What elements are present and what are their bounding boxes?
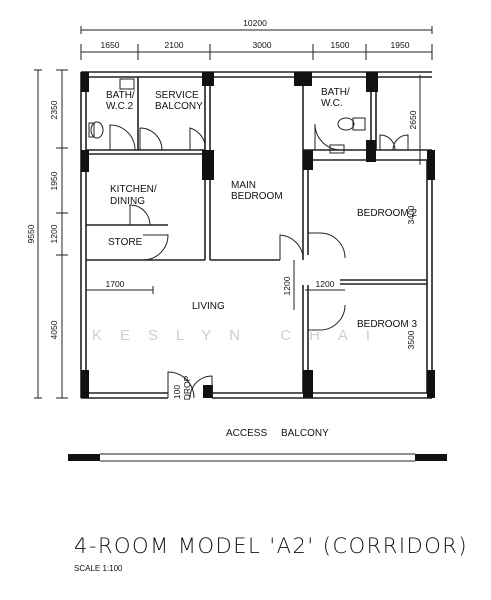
room-living: LIVING — [192, 301, 225, 312]
dim-top-4: 1500 — [331, 40, 350, 50]
room-bath-wc2-line1: BATH/ — [106, 90, 135, 101]
room-access-balcony: ACCESS BALCONY — [226, 428, 329, 439]
room-service-balcony-line2: BALCONY — [155, 101, 203, 112]
dim-left-4: 4050 — [49, 320, 59, 339]
doors — [109, 123, 409, 399]
dim-left-3: 1200 — [49, 224, 59, 243]
room-bath-wc2-line2: W.C.2 — [106, 101, 134, 112]
dim-right-1: 2650 — [408, 110, 418, 129]
top-dimensions: 10200 1650 2100 3000 1500 1950 — [80, 18, 433, 60]
dim-internal-1200-horizontal: 1200 — [316, 279, 335, 289]
dim-overall-width: 10200 — [243, 18, 267, 28]
dim-internal-1700: 1700 — [106, 279, 125, 289]
internal-dimensions: 1700 1200 1200 100 DROP — [86, 260, 345, 400]
room-service-balcony-line1: SERVICE — [155, 90, 199, 101]
structural-columns — [81, 72, 435, 398]
room-kitchen-line1: KITCHEN/ — [110, 184, 157, 195]
room-bath-wc-line2: W.C. — [321, 98, 343, 109]
access-balcony-parapet — [68, 453, 447, 462]
room-kitchen-line2: DINING — [110, 196, 145, 207]
room-main-bedroom-line2: BEDROOM — [231, 191, 283, 202]
left-dimensions: 9550 2350 1950 1200 4050 — [26, 69, 68, 399]
dim-top-2: 2100 — [165, 40, 184, 50]
drawing-scale: SCALE 1:100 — [74, 564, 123, 573]
dim-top-1: 1650 — [101, 40, 120, 50]
dim-right-3: 3500 — [406, 330, 416, 349]
room-bedroom-3: BEDROOM 3 — [357, 319, 417, 330]
outer-walls — [80, 71, 433, 399]
dim-door-100: 100 — [172, 385, 182, 399]
bathroom-fixtures — [88, 78, 366, 154]
room-main-bedroom-line1: MAIN — [231, 180, 256, 191]
drawing-title: 4-ROOM MODEL 'A2' (CORRIDOR) — [74, 534, 469, 558]
room-bath-wc-line1: BATH/ — [321, 87, 350, 98]
watermark: KESLYN CHAI — [92, 327, 388, 344]
dim-left-2: 1950 — [49, 171, 59, 190]
interior-walls — [86, 77, 430, 393]
room-store: STORE — [108, 237, 143, 248]
dim-top-3: 3000 — [253, 40, 272, 50]
drop-label: DROP — [182, 375, 192, 400]
dim-internal-1200-vertical: 1200 — [282, 276, 292, 295]
room-labels: BATH/ W.C.2 SERVICE BALCONY BATH/ W.C. K… — [106, 87, 417, 439]
dim-top-5: 1950 — [391, 40, 410, 50]
dim-left-total: 9550 — [26, 224, 36, 243]
dim-left-1: 2350 — [49, 100, 59, 119]
dim-right-2: 3400 — [406, 205, 416, 224]
room-bedroom-2: BEDROOM 2 — [357, 208, 417, 219]
